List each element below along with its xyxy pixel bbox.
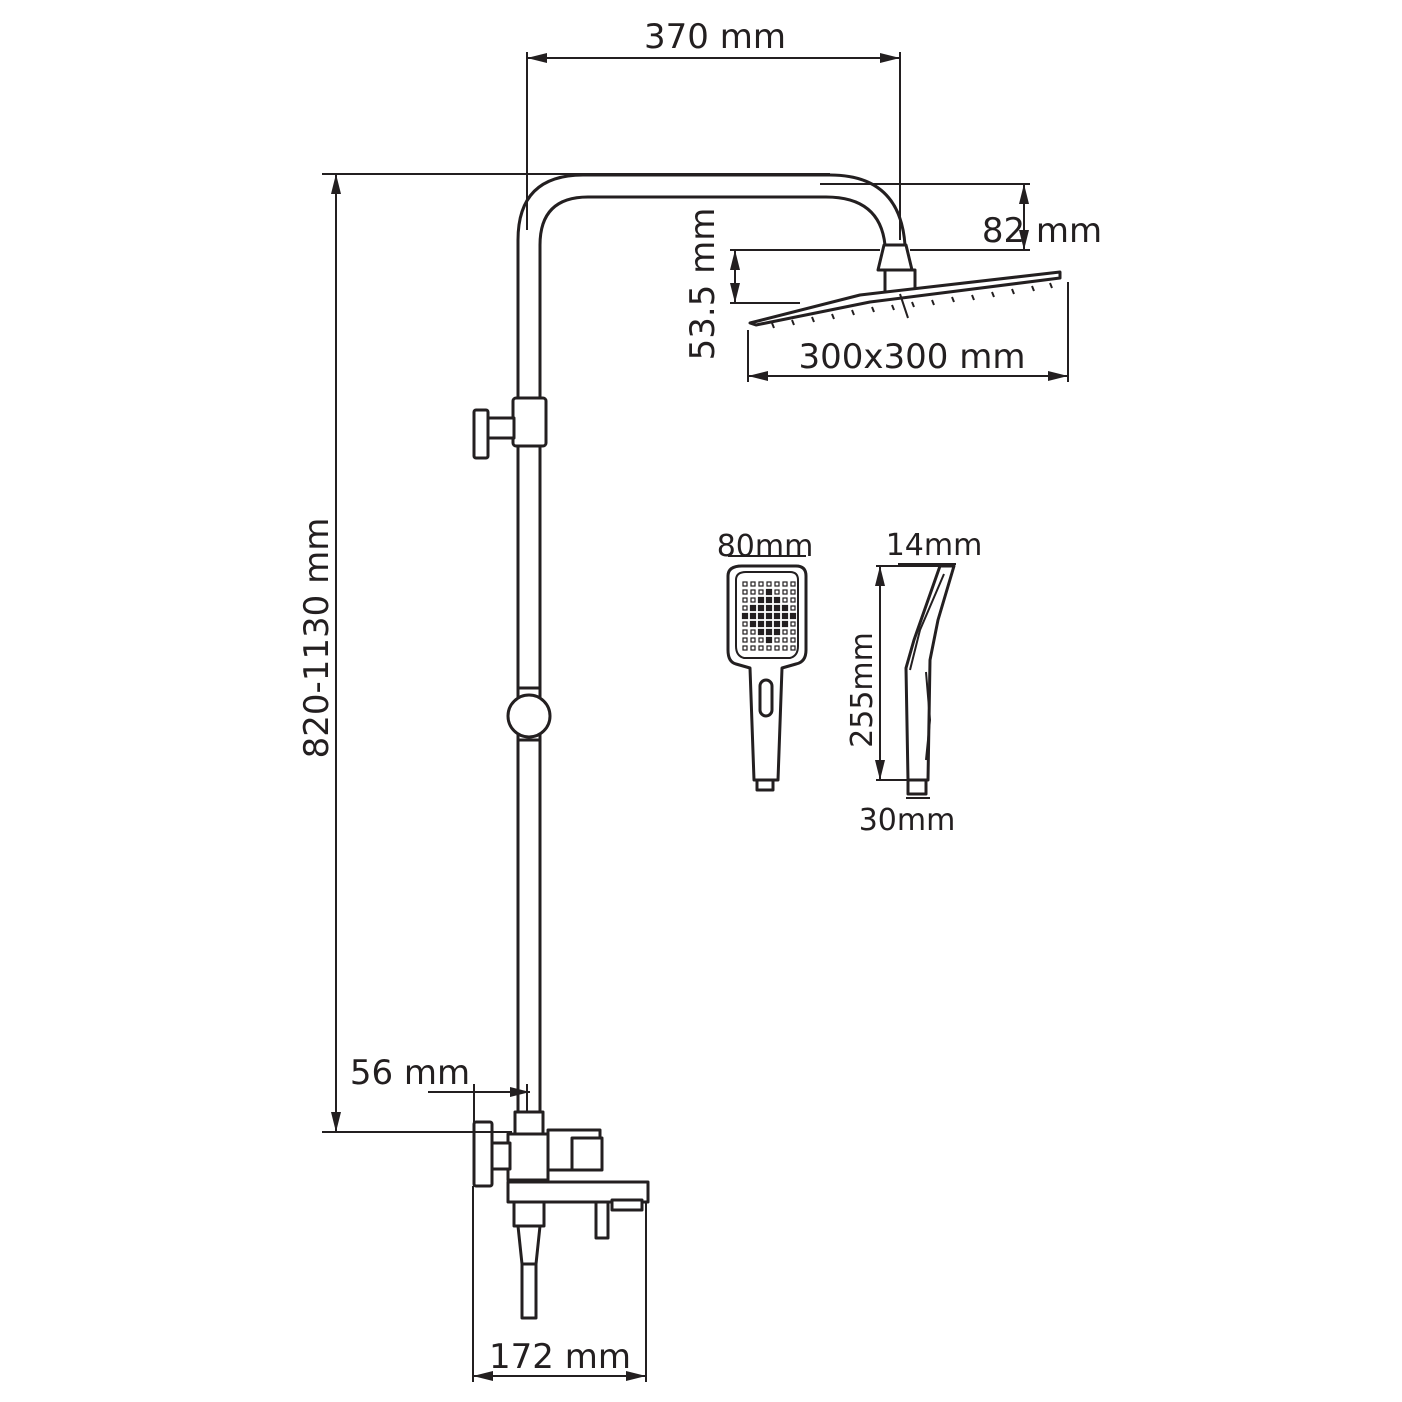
nozzle-dot [790,605,796,611]
nozzle-dot [773,596,781,604]
head-height-label: 53.5 mm [683,208,723,361]
nozzle-dot [742,581,748,587]
nozzle-dot [742,589,748,595]
hand-length-label: 255mm [845,632,880,748]
dimension-rail-height: 820-1130 mm [297,173,830,1133]
dimension-mixer-width: 172 mm [472,1186,647,1382]
shower-nozzles [771,282,1053,329]
nozzle-dot [773,612,781,620]
slider-knob [506,686,552,742]
nozzle-dot [742,605,748,611]
hand-base-label: 30mm [859,803,956,838]
nozzle-dot [774,645,780,651]
nozzle-dot [757,612,765,620]
nozzle-dot [782,629,788,635]
nozzle-dot [765,604,773,612]
nozzle-dot [750,629,756,635]
nozzle-dot [782,597,788,603]
hand-shower-front [726,564,808,792]
arm-height-label: 82 mm [982,211,1102,251]
hand-depth-label: 14mm [886,528,983,563]
nozzle-dot [742,629,748,635]
nozzle-dot [742,645,748,651]
dimension-hand-depth: 14mm [886,528,983,565]
nozzle-dot [789,612,797,620]
dimension-head-height: 53.5 mm [683,208,880,361]
nozzle-dot [790,581,796,587]
nozzle-dot [766,581,772,587]
nozzle-dot [773,604,781,612]
mixer-body [472,1110,650,1320]
nozzle-dot [790,597,796,603]
rail-height-label: 820-1130 mm [297,518,337,759]
nozzle-dot [790,645,796,651]
mixer-width-label: 172 mm [489,1337,631,1377]
nozzle-dot [757,628,765,636]
hand-shower-side [904,564,956,796]
nozzle-dot [750,589,756,595]
nozzle-dot [750,637,756,643]
nozzle-dot [758,581,764,587]
nozzle-dot [758,637,764,643]
nozzle-dot [790,589,796,595]
dimension-hand-length: 255mm [845,565,940,781]
hand-width-label: 80mm [717,529,814,564]
nozzle-dot [742,597,748,603]
dimension-arm-height: 82 mm [820,183,1102,251]
nozzle-dot [758,645,764,651]
nozzle-dot [765,612,773,620]
nozzle-dot [765,628,773,636]
nozzle-dot [742,637,748,643]
nozzle-dot [749,604,757,612]
nozzle-dot [765,588,773,596]
nozzle-dot [749,612,757,620]
nozzle-dot [781,620,789,628]
nozzle-dot [765,596,773,604]
nozzle-dot [757,604,765,612]
nozzle-dot [749,620,757,628]
nozzle-dot [742,621,748,627]
arm-reach-label: 370 mm [644,17,786,57]
dimension-hand-width: 80mm [717,529,814,564]
nozzle-dot [774,589,780,595]
nozzle-dot [781,612,789,620]
dimension-mixer-offset: 56 mm [350,1053,530,1122]
overhead-shower-head [748,243,1062,329]
dimension-arm-reach: 370 mm [526,17,901,240]
nozzle-dot [750,645,756,651]
dimension-hand-base: 30mm [859,797,956,838]
nozzle-dot [741,612,749,620]
nozzle-dot [782,637,788,643]
nozzle-dot [790,629,796,635]
nozzle-dot [750,597,756,603]
nozzle-dot [790,637,796,643]
nozzle-dot [782,645,788,651]
upper-wall-bracket [472,396,548,460]
nozzle-dot [781,604,789,612]
nozzle-dot [790,621,796,627]
nozzle-dot [765,620,773,628]
nozzle-dot [774,581,780,587]
nozzle-dot [750,581,756,587]
nozzle-dot [782,589,788,595]
spray-nozzles [741,581,797,651]
head-size-label: 300x300 mm [799,337,1026,377]
nozzle-dot [758,589,764,595]
nozzle-dot [773,620,781,628]
dimension-head-size: 300x300 mm [747,282,1069,382]
nozzle-dot [782,581,788,587]
nozzle-dot [773,628,781,636]
nozzle-dot [765,636,773,644]
nozzle-dot [757,596,765,604]
nozzle-dot [774,637,780,643]
mixer-offset-label: 56 mm [350,1053,470,1093]
nozzle-dot [766,645,772,651]
nozzle-dot [757,620,765,628]
